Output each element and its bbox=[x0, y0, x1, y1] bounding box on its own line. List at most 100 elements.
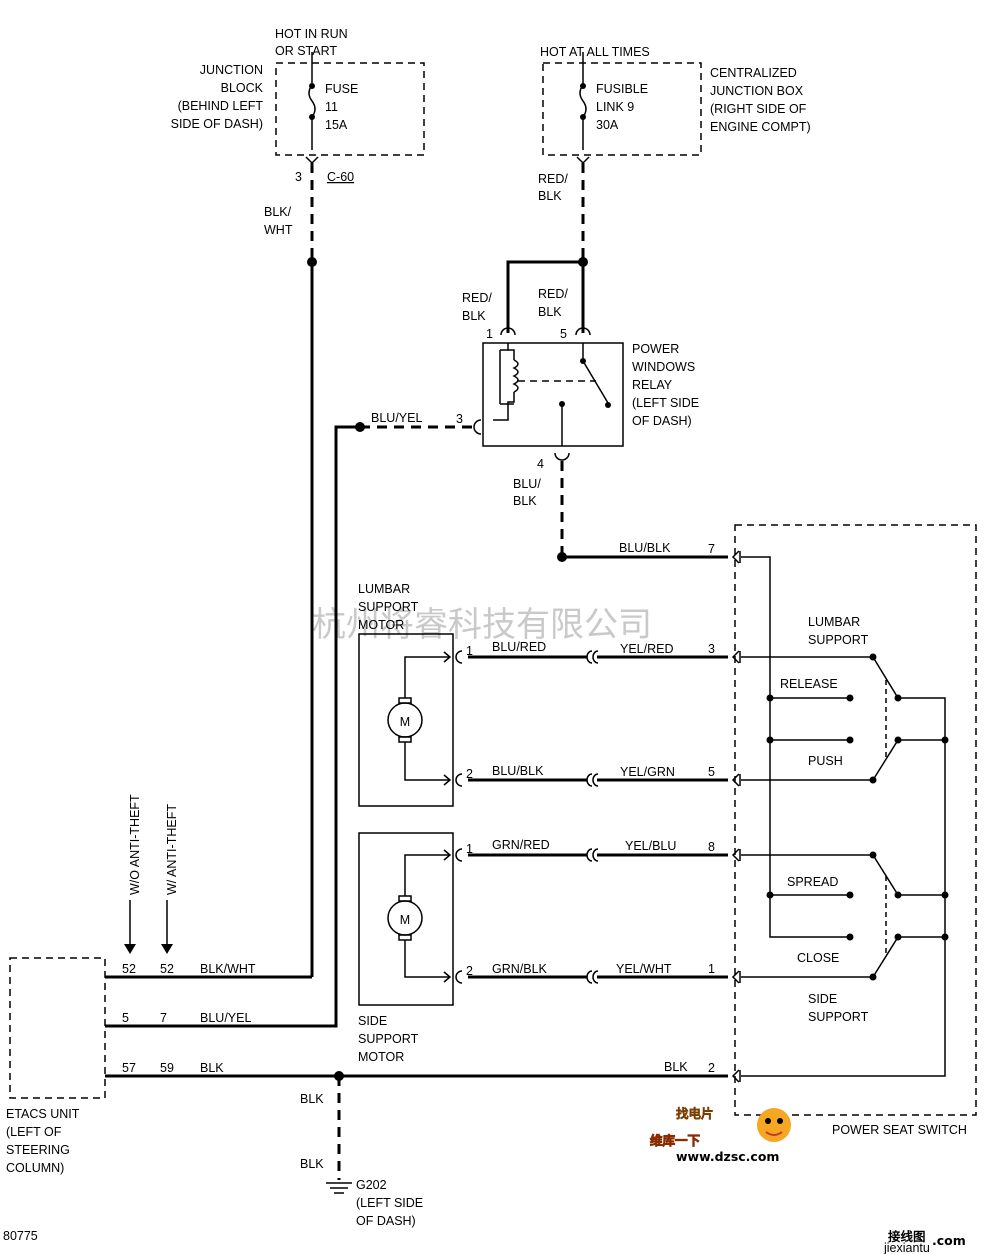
lumbar-support-label-2: SUPPORT bbox=[808, 633, 869, 647]
switch-pin-8: 8 bbox=[708, 840, 715, 854]
wire-label-yel-red: YEL/RED bbox=[620, 642, 674, 656]
logo-main-text: 维库一下 bbox=[650, 1133, 701, 1148]
lumbar-release-blade bbox=[872, 656, 899, 699]
fuse-11-symbol bbox=[308, 84, 316, 118]
logo-url: www.dzsc.com bbox=[676, 1149, 779, 1164]
lumbar-motor-pin-1: 1 bbox=[466, 644, 473, 658]
switch-pin-5: 5 bbox=[708, 765, 715, 779]
junction-block-label-2: BLOCK bbox=[221, 81, 264, 95]
power-seat-switch: POWER SEAT SWITCH 7 3 5 8 1 2 bbox=[708, 524, 977, 1137]
logo-top-text: 找电片 bbox=[676, 1106, 714, 1121]
side-motor-outline bbox=[358, 832, 454, 1006]
relay-pin-3-connector bbox=[473, 419, 482, 435]
side-support-label: SIDE bbox=[808, 992, 837, 1006]
lumbar-motor-pin-2: 2 bbox=[466, 767, 473, 781]
c60-connector-label: C-60 bbox=[327, 170, 354, 184]
etacs-label-4: COLUMN) bbox=[6, 1161, 64, 1175]
corner-brand-text: 接线图 bbox=[888, 1229, 926, 1244]
ground-label-2: (LEFT SIDE bbox=[356, 1196, 423, 1210]
switch-pin-3: 3 bbox=[708, 642, 715, 656]
hot-in-run-label-2: OR START bbox=[275, 44, 337, 58]
corner-brand-com: .com bbox=[932, 1233, 966, 1248]
close-label: CLOSE bbox=[797, 951, 839, 965]
push-label: PUSH bbox=[808, 754, 843, 768]
switch-pin-7: 7 bbox=[708, 542, 715, 556]
relay-label-2: WINDOWS bbox=[632, 360, 695, 374]
wire-label-yel-wht: YEL/WHT bbox=[616, 962, 672, 976]
etacs-label: ETACS UNIT bbox=[6, 1107, 80, 1121]
etacs-pin-wo-3: 57 bbox=[122, 1061, 136, 1075]
wire-label-red-blk-1-2: BLK bbox=[462, 309, 486, 323]
watermark-text: 杭州将睿科技有限公司 bbox=[312, 605, 652, 645]
wire-label-blk-wht-2: WHT bbox=[264, 223, 293, 237]
hot-in-run-label: HOT IN RUN bbox=[275, 27, 348, 41]
release-label: RELEASE bbox=[780, 677, 838, 691]
ground-label-3: OF DASH) bbox=[356, 1214, 416, 1228]
etacs-pin-w-3: 59 bbox=[160, 1061, 174, 1075]
junction-block-label-4: SIDE OF DASH) bbox=[171, 117, 263, 131]
variant-wo-anti-theft: W/O ANTI-THEFT bbox=[128, 794, 142, 895]
side-spread-blade bbox=[872, 854, 899, 896]
relay-pin-1: 1 bbox=[486, 327, 493, 341]
wire-label-yel-grn: YEL/GRN bbox=[620, 765, 675, 779]
fuse-11-number: 11 bbox=[325, 100, 338, 114]
lumbar-motor-label-2: SUPPORT bbox=[358, 600, 419, 614]
wire-label-blu-yel: BLU/YEL bbox=[371, 411, 422, 425]
lumbar-support-motor: LUMBAR SUPPORT MOTOR M 1 2 bbox=[358, 582, 473, 807]
etacs-pin-wo-2: 5 bbox=[122, 1011, 129, 1025]
corner-brand-site: jiexiantu bbox=[883, 1241, 930, 1254]
wire-label-blu-blk-motor: BLU/BLK bbox=[492, 764, 544, 778]
relay-pin-1-connector bbox=[500, 327, 516, 336]
wire-label-grn-red: GRN/RED bbox=[492, 838, 550, 852]
switch-wire-blk: BLK bbox=[664, 1060, 688, 1074]
ground-wire-blk-1: BLK bbox=[300, 1092, 324, 1106]
relay-label-4: (LEFT SIDE bbox=[632, 396, 699, 410]
variant-w-anti-theft: W/ ANTI-THEFT bbox=[165, 804, 179, 895]
centralized-junction-box-label-3: (RIGHT SIDE OF bbox=[710, 102, 807, 116]
wire-label-blu-blk-h: BLU/BLK bbox=[619, 541, 671, 555]
fusible-link-rating: 30A bbox=[596, 118, 619, 132]
relay-pin-5-connector bbox=[575, 327, 591, 336]
relay-label-5: OF DASH) bbox=[632, 414, 692, 428]
relay-outline bbox=[482, 342, 624, 447]
side-support-motor: SIDE SUPPORT MOTOR M 1 2 bbox=[358, 832, 473, 1064]
centralized-junction-box-label-4: ENGINE COMPT) bbox=[710, 120, 811, 134]
c60-connector-symbol bbox=[305, 156, 319, 165]
junction-block-outline bbox=[275, 62, 425, 156]
hot-at-all-times-label: HOT AT ALL TIMES bbox=[540, 45, 650, 59]
lumbar-push-blade bbox=[872, 739, 899, 781]
etacs-label-3: STEERING bbox=[6, 1143, 70, 1157]
side-support-label-2: SUPPORT bbox=[808, 1010, 869, 1024]
logo-mascot bbox=[757, 1108, 791, 1142]
relay-coil bbox=[512, 359, 519, 393]
centralized-junction-box: HOT AT ALL TIMES FUSIBLE LINK 9 30A CENT… bbox=[540, 45, 811, 165]
figure-id: 80775 bbox=[3, 1229, 38, 1243]
motor-wires: BLU/RED YEL/RED BLU/BLK YEL/GRN GRN/RED … bbox=[468, 640, 728, 984]
power-seat-switch-outline bbox=[734, 524, 977, 1116]
switch-pin-2: 2 bbox=[708, 1061, 715, 1075]
junction-block-label-3: (BEHIND LEFT bbox=[178, 99, 264, 113]
corner-brand: 接线图 .com jiexiantu bbox=[883, 1229, 966, 1254]
relay-pin-5: 5 bbox=[560, 327, 567, 341]
relay-label-3: RELAY bbox=[632, 378, 673, 392]
ground-label: G202 bbox=[356, 1178, 387, 1192]
wire-label-blu-blk-v-2: BLK bbox=[513, 494, 537, 508]
ground-wire-blk-2: BLK bbox=[300, 1157, 324, 1171]
lumbar-motor-label: LUMBAR bbox=[358, 582, 410, 596]
fusible-link-9-symbol bbox=[579, 84, 587, 118]
wire-label-red-blk-2: BLK bbox=[538, 189, 562, 203]
wire-label-blu-blk-v: BLU/ bbox=[513, 477, 541, 491]
junction-block: HOT IN RUN OR START JUNCTION BLOCK (BEHI… bbox=[171, 27, 425, 184]
centralized-junction-box-outline bbox=[542, 62, 702, 156]
etacs-label-2: (LEFT OF bbox=[6, 1125, 62, 1139]
side-motor-label-3: MOTOR bbox=[358, 1050, 404, 1064]
ground-symbol bbox=[326, 1182, 352, 1194]
fusible-link-connector-symbol bbox=[576, 156, 590, 165]
spread-label: SPREAD bbox=[787, 875, 838, 889]
side-motor-label-2: SUPPORT bbox=[358, 1032, 419, 1046]
fusible-link-label: FUSIBLE bbox=[596, 82, 648, 96]
side-motor-m: M bbox=[400, 913, 410, 927]
etacs-pin-w-2: 7 bbox=[160, 1011, 167, 1025]
wire-red-blk-relay bbox=[506, 260, 585, 333]
